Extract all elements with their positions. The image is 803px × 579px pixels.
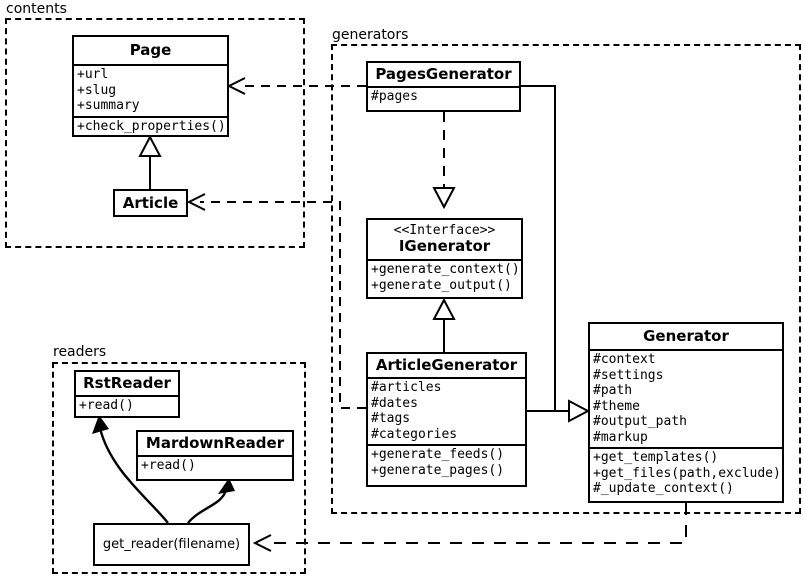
package-generators-label: generators [332,27,409,43]
class-igenerator-methods: +generate_context() +generate_output() [368,259,521,295]
attribute-row: #markup [593,429,648,445]
method-row: #_update_context() [593,481,734,496]
class-generator[interactable]: Generator #context #settings #path #them… [588,322,784,503]
method-row: +generate_output() [371,277,512,293]
class-page-methods: +check_properties() [74,115,227,137]
class-page-attributes: +url +slug +summary [74,64,227,116]
method-row: +read() [79,398,134,413]
class-page[interactable]: Page +url +slug +summary +check_properti… [72,35,229,137]
class-igenerator-stereotype: <<Interface>> [393,223,496,238]
attribute-row: +slug [77,82,117,98]
class-mardownreader[interactable]: MardownReader +read() [136,430,294,481]
class-rstreader[interactable]: RstReader +read() [74,370,180,418]
class-igenerator-title: <<Interface>> IGenerator [368,220,521,259]
attribute-row: #articles [371,380,442,395]
package-contents [5,18,305,248]
class-igenerator-name: IGenerator [398,237,491,255]
method-row: +generate_context() [371,262,520,277]
attribute-row: #tags [371,411,411,426]
class-pagesgenerator-title: PagesGenerator [375,65,512,83]
function-get-reader[interactable]: get_reader(filename) [93,523,250,566]
attribute-row: +summary [77,98,140,113]
attribute-row: #settings [593,367,664,383]
attribute-row: #categories [371,426,458,442]
attribute-row: #output_path [593,414,687,429]
class-mardownreader-methods: +read() [138,455,292,476]
class-generator-methods: +get_templates() +get_files(path,exclude… [590,447,782,499]
class-igenerator[interactable]: <<Interface>> IGenerator +generate_conte… [366,218,523,299]
class-articlegenerator-attributes: #articles #dates #tags #categories [368,377,525,444]
attribute-row: #path [593,383,633,398]
method-row: +read() [141,458,196,473]
method-row: +generate_feeds() [371,447,505,462]
attribute-row: #context [593,352,656,367]
class-generator-title: Generator [643,327,729,345]
function-get-reader-label: get_reader(filename) [102,537,241,552]
method-row: +get_files(path,exclude) [593,465,781,481]
class-pagesgenerator-attributes: #pages [368,86,519,107]
class-rstreader-methods: +read() [76,395,178,416]
class-page-title: Page [129,41,172,59]
package-readers [52,362,306,574]
attribute-row: +url [77,67,109,82]
package-contents-label: contents [6,1,67,17]
class-articlegenerator[interactable]: ArticleGenerator #articles #dates #tags … [366,352,527,487]
class-rstreader-title: RstReader [83,374,171,392]
class-pagesgenerator[interactable]: PagesGenerator #pages [366,61,521,112]
package-generators [331,44,801,514]
class-articlegenerator-methods: +generate_feeds() +generate_pages() [368,444,525,480]
class-article[interactable]: Article [113,189,188,217]
method-row: +get_templates() [593,450,719,465]
class-articlegenerator-title: ArticleGenerator [375,356,518,374]
class-mardownreader-title: MardownReader [145,434,285,452]
attribute-row: #dates [371,395,418,411]
method-row: +generate_pages() [371,462,505,478]
attribute-row: #pages [371,89,418,104]
class-article-title: Article [122,193,179,212]
attribute-row: #theme [593,398,640,414]
method-row: +check_properties() [77,118,226,134]
class-generator-attributes: #context #settings #path #theme #output_… [590,349,782,447]
package-readers-label: readers [53,344,107,360]
